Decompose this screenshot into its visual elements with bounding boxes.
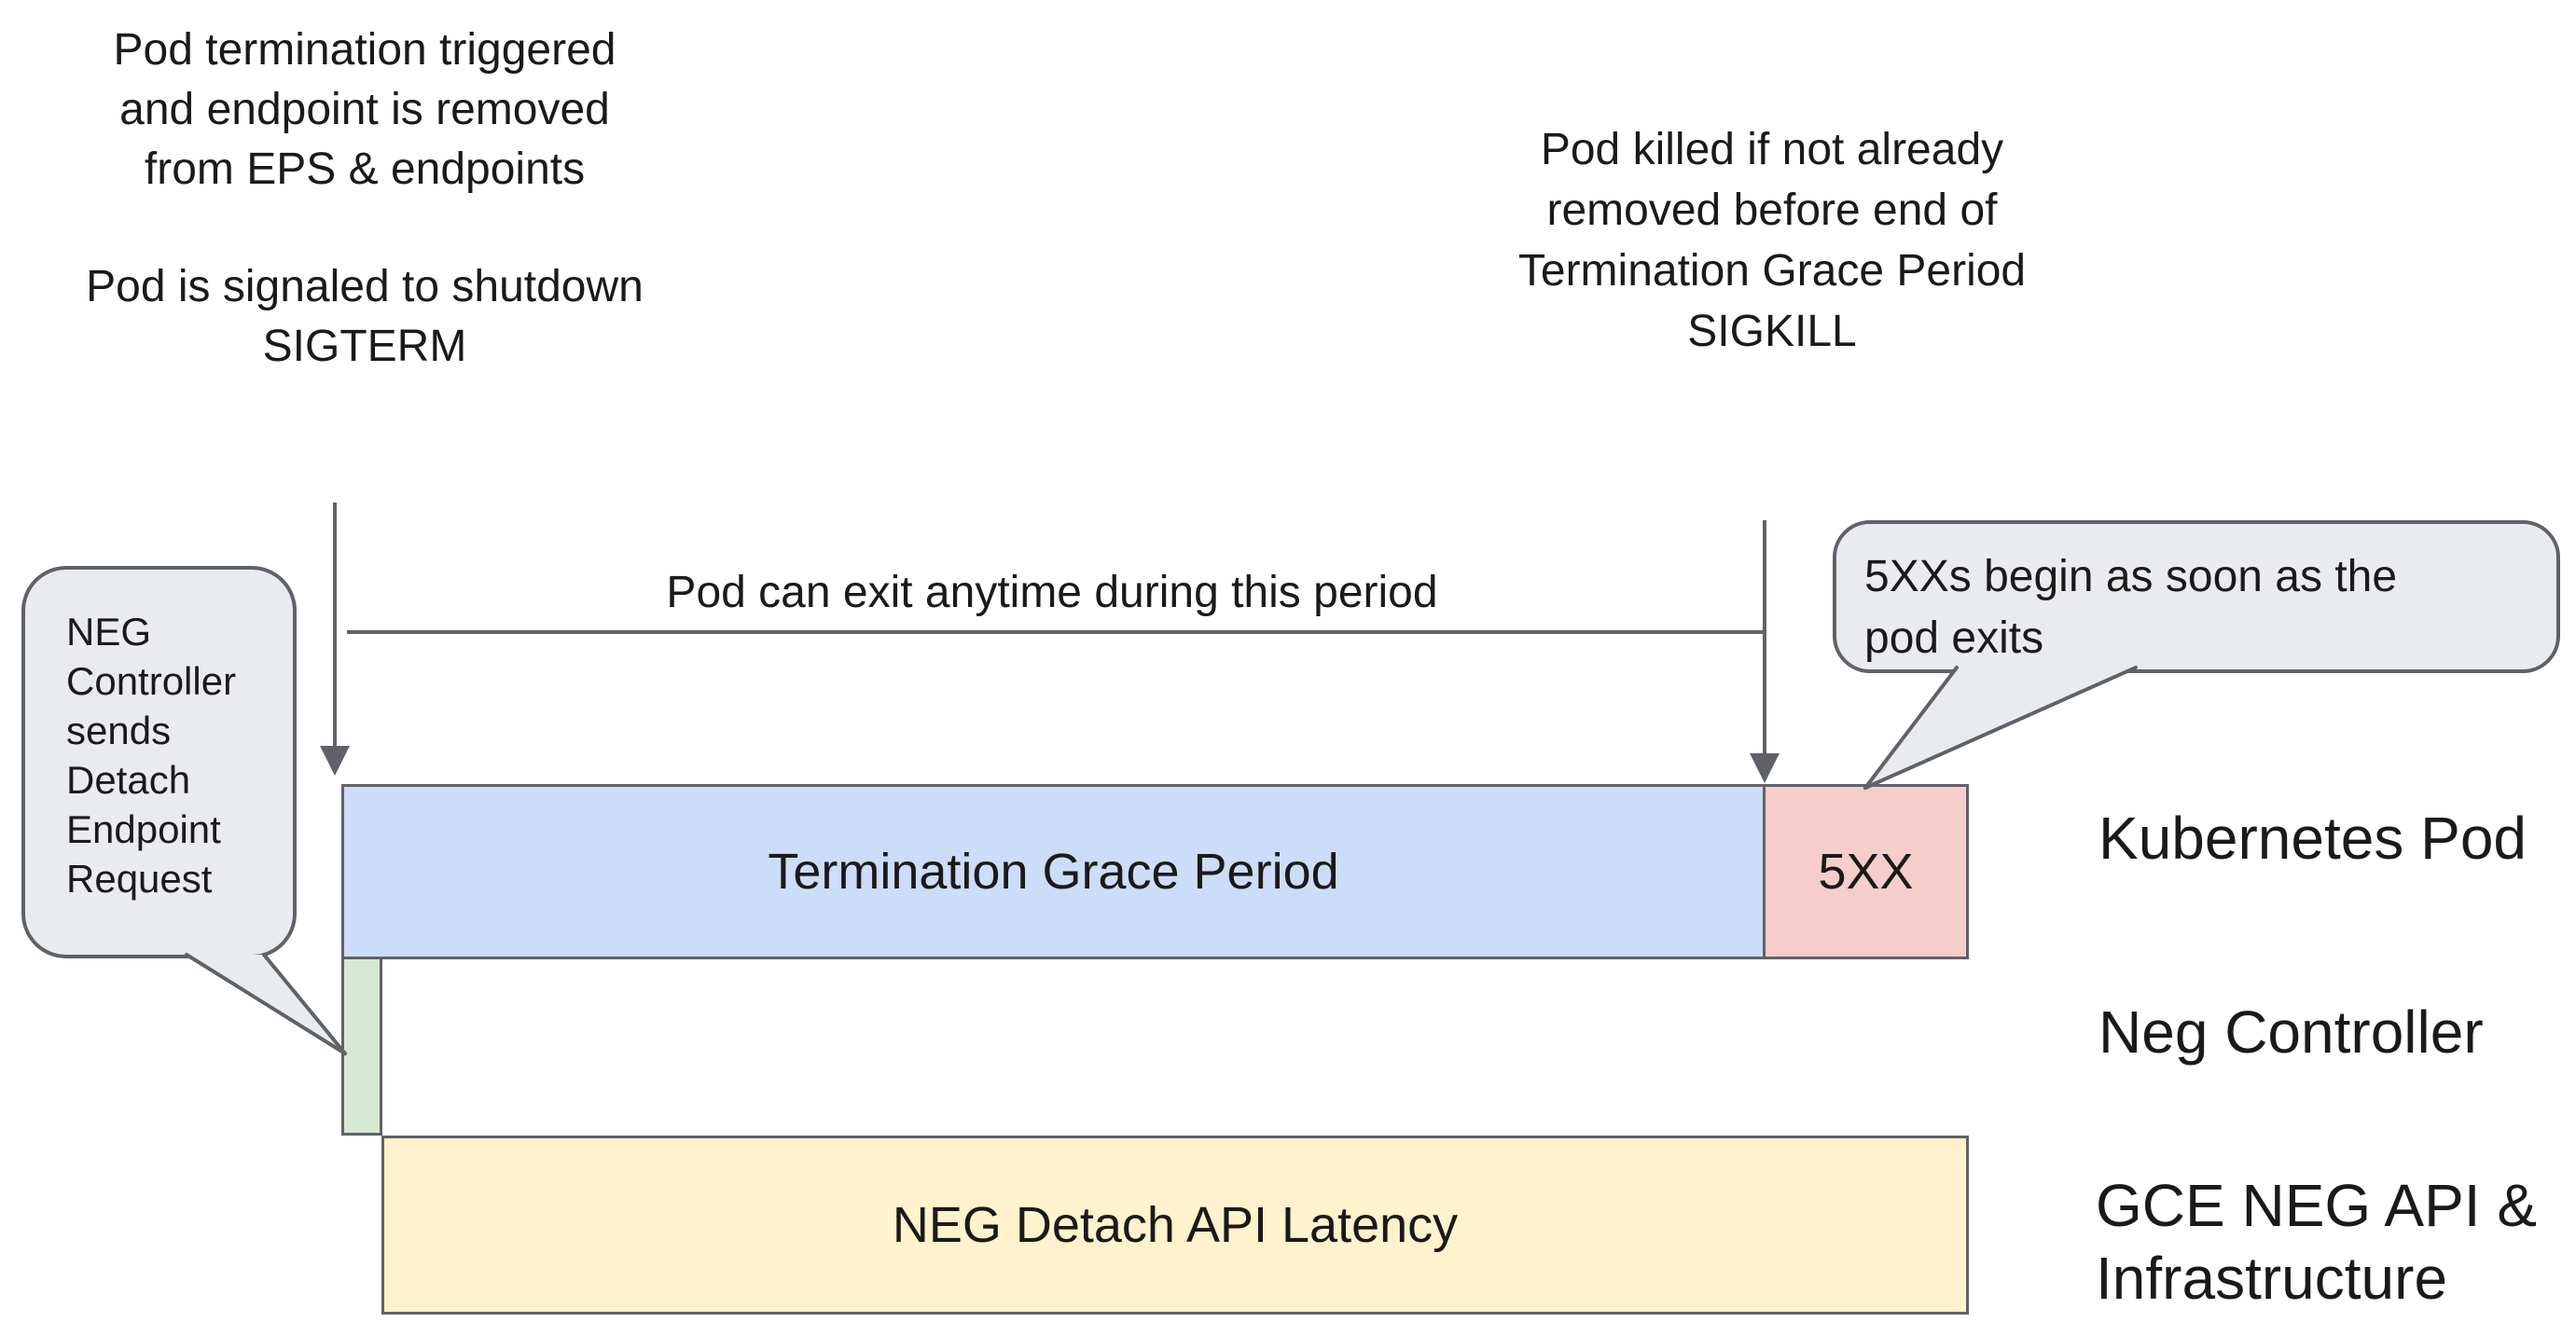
callout-line: Request (66, 857, 213, 901)
left-callout-tail (185, 953, 347, 1055)
5xx-errors-label: 5XX (1818, 844, 1914, 900)
5xx-errors-bar: 5XX (1766, 784, 1969, 959)
annotation-sigterm: Pod is signaled to shutdown SIGTERM (26, 257, 703, 377)
callout-line: Detach (66, 758, 191, 802)
row-label-line: GCE NEG API & (2096, 1172, 2538, 1239)
annotation-line: Pod killed if not already (1540, 125, 2004, 174)
annotation-line: Pod termination triggered (113, 25, 616, 75)
annotation-pod-killed: Pod killed if not already removed before… (1481, 119, 2063, 362)
5xx-callout-bubble: 5XXs begin as soon as the pod exits (1833, 520, 2560, 673)
annotation-line: SIGTERM (262, 322, 467, 371)
callout-line: NEG (66, 610, 152, 654)
sigterm-arrowhead-icon (320, 746, 350, 776)
right-callout-tail (1863, 666, 2138, 790)
period-span-line (347, 630, 1763, 634)
callout-line: Controller (66, 659, 237, 703)
annotation-line: and endpoint is removed (119, 85, 610, 134)
row-label-gce-neg-api: GCE NEG API & Infrastructure (2096, 1169, 2543, 1315)
callout-line: sends (66, 709, 172, 752)
neg-detach-api-latency-label: NEG Detach API Latency (892, 1197, 1459, 1253)
termination-grace-period-bar: Termination Grace Period (341, 784, 1766, 959)
neg-detach-request-bar (341, 959, 382, 1136)
sigterm-arrow-line (333, 503, 337, 748)
termination-grace-period-label: Termination Grace Period (768, 844, 1339, 900)
annotation-line: Pod is signaled to shutdown (86, 262, 644, 311)
annotation-line: from EPS & endpoints (144, 145, 586, 194)
annotation-line: SIGKILL (1687, 307, 1857, 356)
annotation-line: removed before end of (1546, 186, 1998, 235)
timeline-note: Pod can exit anytime during this period (666, 568, 1438, 617)
row-label-neg-controller: Neg Controller (2098, 999, 2484, 1066)
callout-line: pod exits (1864, 613, 2044, 663)
row-label-line: Infrastructure (2096, 1245, 2448, 1312)
row-label-kubernetes-pod: Kubernetes Pod (2098, 805, 2527, 872)
callout-line: Endpoint (66, 807, 221, 851)
neg-controller-callout-bubble: NEG Controller sends Detach Endpoint Req… (21, 566, 297, 958)
callout-line: 5XXs begin as soon as the (1864, 552, 2398, 601)
sigkill-arrow-line (1763, 520, 1766, 755)
annotation-line: Termination Grace Period (1517, 246, 2027, 296)
annotation-pod-termination: Pod termination triggered and endpoint i… (26, 21, 703, 377)
sigkill-arrowhead-icon (1750, 753, 1780, 783)
neg-detach-api-latency-bar: NEG Detach API Latency (381, 1136, 1969, 1315)
